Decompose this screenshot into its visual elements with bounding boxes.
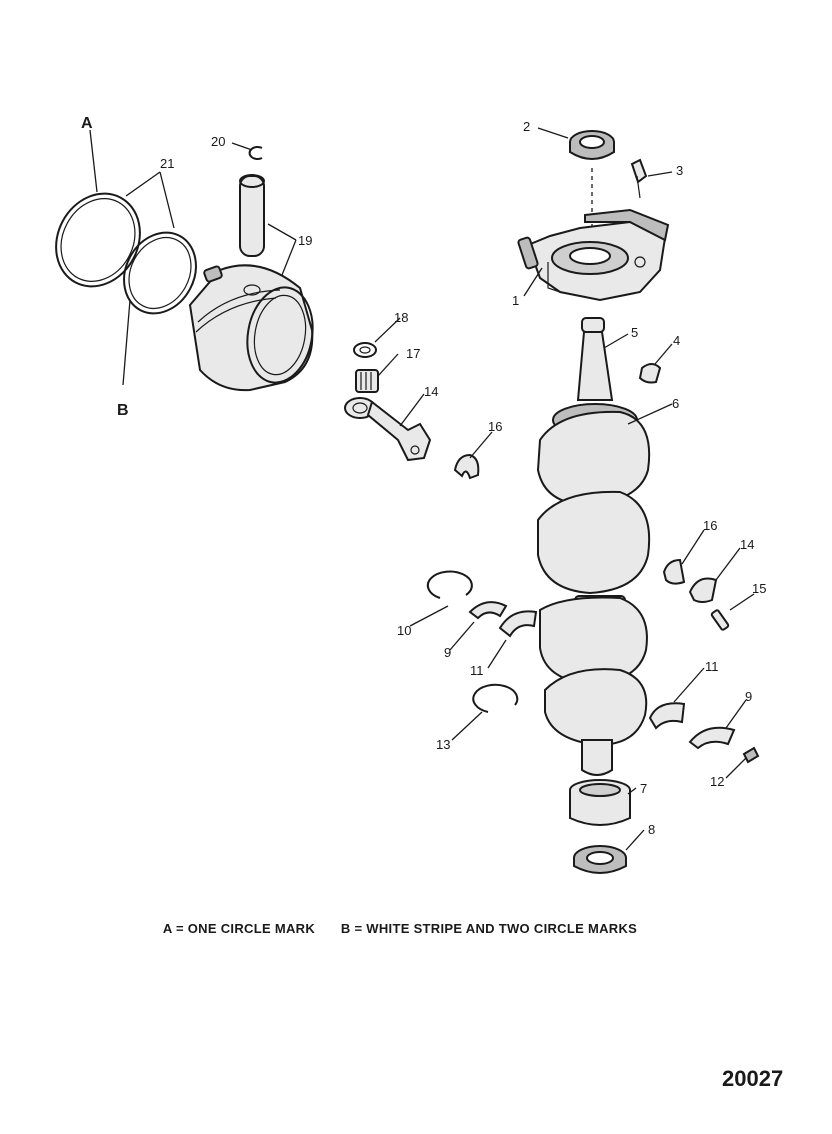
callout-16-upper: 16 [488,419,502,434]
callout-11-right: 11 [705,659,719,674]
label-a: A [81,115,93,132]
callout-10: 10 [397,623,411,638]
piston-ring-b [123,231,197,315]
callout-6: 6 [672,396,679,411]
lower-seal [573,845,627,874]
callout-2: 2 [523,119,530,134]
callout-7: 7 [640,781,647,796]
figure-number: 20027 [722,1066,784,1091]
rod-cap-right [688,577,718,603]
upper-end-cap [517,208,670,302]
leader-lines [89,127,755,851]
rod-bearing-right [662,558,686,585]
callout-15: 15 [752,581,766,596]
dowel-pin [742,746,760,764]
piston-ring-a [55,192,141,288]
callout-21: 21 [160,156,174,171]
callout-9-left: 9 [444,645,451,660]
piston-pin [239,174,265,257]
rod-cap-bearing [453,453,480,480]
rod-cap-bolt [710,609,730,631]
legend: A = ONE CIRCLE MARK B = WHITE STRIPE AND… [0,921,800,936]
callout-8: 8 [648,822,655,837]
callout-16-right: 16 [703,518,717,533]
callout-12: 12 [710,774,724,789]
connecting-rod-upper [344,397,432,462]
callout-1: 1 [512,293,519,308]
legend-a: A = ONE CIRCLE MARK [162,921,316,936]
callout-14-right: 14 [740,537,754,552]
thrust-washer [353,342,377,358]
callout-5: 5 [631,325,638,340]
needle-bearing-small [355,369,379,393]
lower-roller-bearing [569,779,631,826]
label-b: B [117,402,129,419]
piston [188,264,314,392]
needle-cage-right [648,702,686,730]
screw [630,158,648,199]
callout-17: 17 [406,346,420,361]
retaining-ring-upper [426,570,473,599]
callout-14-upper: 14 [424,384,438,399]
woodruff-key [638,363,662,384]
callout-3: 3 [676,163,683,178]
callout-9-right: 9 [745,689,752,704]
retaining-ring-lower [472,683,519,713]
callout-13: 13 [436,737,450,752]
bearing-race-half-left [468,601,508,620]
upper-seal [569,130,615,160]
callout-19: 19 [298,233,312,248]
legend-b: B = WHITE STRIPE AND TWO CIRCLE MARKS [340,921,638,936]
pin-retainer-ring [248,146,263,160]
callout-18: 18 [394,310,408,325]
callout-4: 4 [673,333,680,348]
crankshaft [536,317,651,776]
callout-20: 20 [211,134,225,149]
needle-cage-left [498,610,538,638]
bearing-race-half-right [688,726,736,750]
callout-11-left: 11 [470,663,484,678]
